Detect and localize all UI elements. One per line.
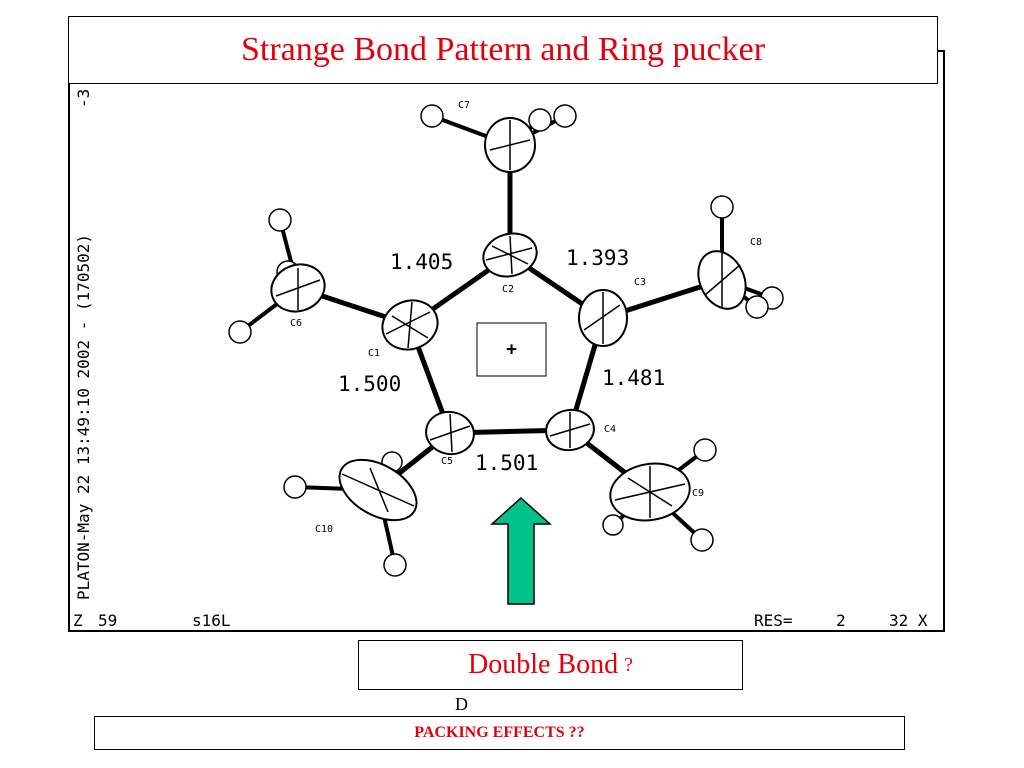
atom-label-c1: C1 [368, 348, 381, 359]
atom-label-c2: C2 [502, 284, 515, 295]
bond-label-c2-c3: 1.393 [566, 246, 630, 270]
footer-z-number: 59 [98, 611, 118, 630]
page-title: Strange Bond Pattern and Ring pucker [240, 31, 766, 68]
atom-label-c3: C3 [634, 277, 647, 288]
atom-label-c7: C7 [458, 100, 471, 111]
up-arrow-icon [490, 496, 552, 605]
methyl-bonds [297, 145, 723, 494]
double-bond-label: Double Bond [468, 649, 619, 680]
packing-box: PACKING EFFECTS ?? [94, 716, 905, 750]
ellipsoid-axes [275, 120, 741, 518]
double-bond-box: Double Bond ? [358, 640, 743, 690]
d-label: D [455, 694, 468, 714]
bond-label-c1-c2: 1.405 [390, 250, 454, 274]
title-box: Strange Bond Pattern and Ring pucker [68, 16, 938, 84]
footer-right: 32 X [889, 611, 928, 630]
bond-label-c3-c4: 1.481 [602, 366, 666, 390]
bond-label-c5-c1: 1.500 [338, 372, 402, 396]
atom-label-c8: C8 [750, 237, 763, 248]
atom-label-c4: C4 [604, 424, 617, 435]
platon-side-text: PLATON-May 22 13:49:10 2002 - (170502) [74, 233, 93, 600]
charge-box [476, 322, 547, 377]
charge-sign: + [506, 339, 517, 360]
footer-res-number: 2 [836, 611, 846, 630]
double-bond-question: ? [624, 653, 633, 676]
footer-code: s16L [192, 611, 231, 630]
atom-label-c5: C5 [441, 456, 454, 467]
atom-label-c6: C6 [290, 318, 303, 329]
atom-label-c10: C10 [315, 524, 334, 535]
top-right-marker: -3 [74, 88, 93, 108]
bond-label-c4-c5: 1.501 [475, 451, 539, 475]
packing-label: PACKING EFFECTS ?? [414, 724, 585, 741]
footer-res: RES= [754, 611, 793, 630]
footer-z: Z [73, 611, 83, 630]
atom-label-c9: C9 [692, 488, 705, 499]
